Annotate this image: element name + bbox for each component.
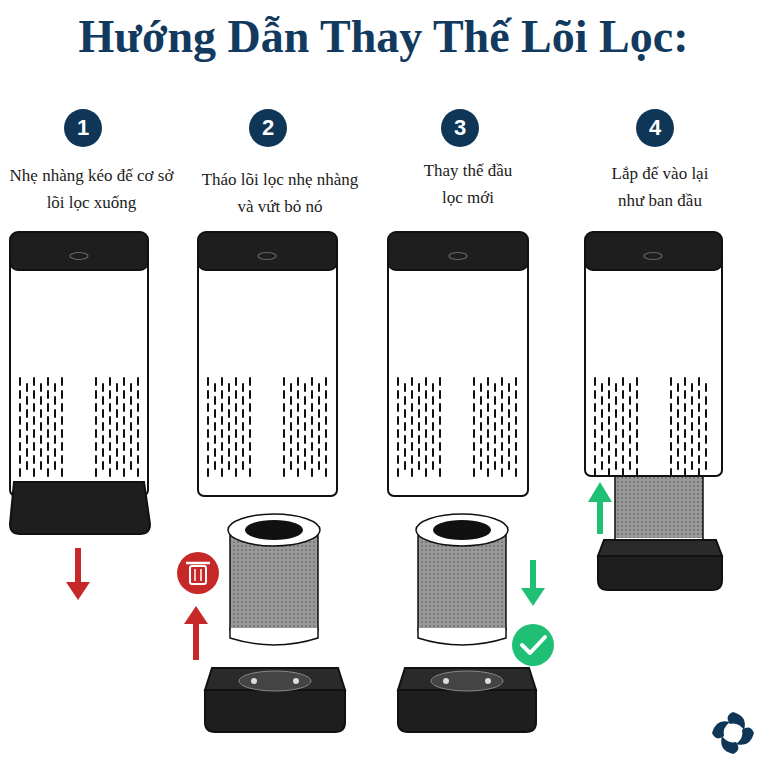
down-arrow	[66, 548, 90, 600]
step-number-text: 3	[454, 115, 466, 141]
step-number-text: 2	[262, 115, 274, 141]
step-number: 2	[249, 109, 287, 147]
step-number: 4	[636, 109, 674, 147]
step-number: 1	[64, 109, 102, 147]
step-number-text: 1	[77, 115, 89, 141]
up-arrow	[588, 482, 612, 534]
purifier-2	[198, 232, 345, 732]
up-arrow	[184, 606, 208, 660]
step-caption: Tháo lõi lọc nhẹ nhàng và vứt bỏ nó	[198, 166, 362, 220]
logo	[711, 711, 755, 755]
step-number-text: 4	[649, 115, 661, 141]
purifier-4	[585, 232, 722, 590]
check-icon	[512, 624, 554, 666]
down-arrow	[521, 560, 545, 606]
step-number: 3	[441, 109, 479, 147]
trash-icon	[177, 552, 219, 594]
purifier-1	[10, 232, 150, 534]
purifier-3	[388, 232, 536, 732]
step-caption: Lắp đế vào lại như ban đầu	[600, 160, 720, 214]
vent-slots	[20, 378, 706, 476]
step-caption: Thay thế đầu lọc mới	[413, 157, 523, 211]
step-caption: Nhẹ nhàng kéo đế cơ sở lõi lọc xuống	[4, 162, 179, 216]
title: Hướng Dẫn Thay Thế Lõi Lọc:	[79, 10, 689, 63]
